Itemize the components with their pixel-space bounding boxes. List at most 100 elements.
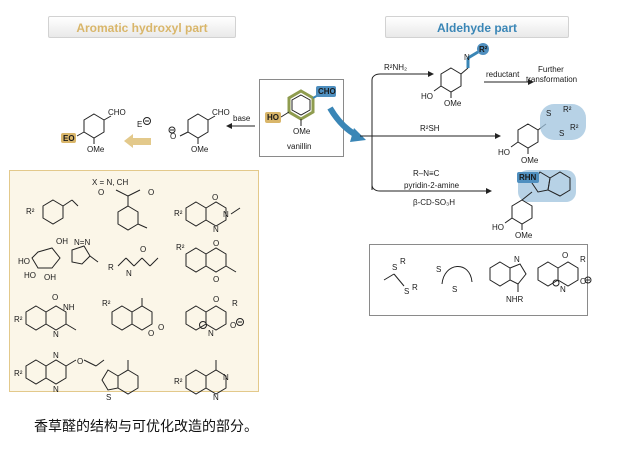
svg-text:O: O (140, 245, 146, 254)
imine-ome: OMe (444, 99, 462, 108)
imine-ho: HO (421, 92, 433, 101)
quinaz2-r2: R² (14, 315, 23, 324)
route-amination: R²NH₂ R² N HO OMe reductant Further tran… (384, 43, 577, 108)
pyridopyr-motif-r: R (580, 255, 586, 264)
isocyanide-reagent: R–N≡C (413, 169, 440, 178)
further-label-2: transformation (526, 75, 577, 84)
coumarin-r2: R² (102, 299, 111, 308)
vanillin-ho: HO (267, 113, 279, 122)
product-cho: CHO (108, 108, 126, 117)
amide-n: N (126, 269, 132, 278)
product-ome: OMe (87, 145, 105, 154)
further-label-1: Further (538, 65, 564, 74)
imidazopyridine-motif: N NHR (489, 255, 527, 304)
dithioacetal-motif: S R S R (383, 257, 418, 296)
quinoxaline-fragment: N N O R² (14, 351, 105, 394)
svg-text:N: N (208, 329, 214, 338)
svg-text:S: S (436, 265, 441, 274)
benzyl-fragment: R² (26, 199, 79, 225)
gbb-ho: HO (492, 223, 504, 232)
dithio-r-b: R (412, 283, 418, 292)
svg-text:S: S (559, 129, 564, 138)
quinazolinone-fragment: O N N R² (174, 193, 241, 234)
svg-text:S: S (392, 263, 397, 272)
imidazo-nhr: NHR (506, 295, 524, 304)
imine-r2: R² (479, 45, 488, 54)
product-eo: EO (63, 134, 75, 143)
vanillin-structure: CHO HO OMe vanillin (265, 86, 336, 151)
thio-r2-b: R² (570, 123, 579, 132)
thiol-reagent: R²SH (420, 124, 440, 133)
svg-text:N: N (514, 255, 520, 264)
thio-ome: OMe (521, 156, 539, 165)
amide-r: R (108, 263, 114, 272)
svg-text:O: O (230, 321, 236, 330)
svg-text:S: S (452, 285, 457, 294)
svg-text:S: S (546, 109, 551, 118)
svg-text:O: O (158, 323, 164, 332)
svg-text:N: N (560, 285, 566, 294)
left-panel-structures: R² X = N, CH O O O N N R² HO HO OH O (14, 178, 244, 402)
coumarin-fragment: O O R² (102, 298, 164, 338)
acrylate-fragment: X = N, CH O O (92, 178, 154, 231)
svg-text:O: O (213, 239, 219, 248)
chromone-fragment: O O R² (176, 239, 237, 284)
aromatic-hydroxyl-header: Aromatic hydroxyl part (48, 16, 236, 38)
phenoxide-ome: OMe (191, 145, 209, 154)
dithiolane-motif: S S (436, 265, 473, 294)
quinoxaline-r2: R² (14, 369, 23, 378)
route-thioacetal: R²SH S R² S R² HO OMe (420, 104, 586, 165)
quinazoline-r2: R² (174, 377, 183, 386)
base-label: base (233, 114, 251, 123)
svg-text:O: O (580, 277, 586, 286)
glycosyl-triazole-fragment: HO HO OH OH N=N (18, 237, 99, 282)
thio-ho: HO (498, 148, 510, 157)
aldehyde-header: Aldehyde part (385, 16, 569, 38)
svg-text:O: O (148, 329, 154, 338)
svg-text:N: N (464, 53, 470, 62)
svg-text:N: N (53, 330, 59, 339)
svg-text:O: O (562, 251, 568, 260)
glyco-oh: OH (44, 273, 56, 282)
svg-text:O: O (213, 295, 219, 304)
svg-text:N: N (213, 225, 219, 234)
amine-reagent: R²NH₂ (384, 63, 407, 72)
right-panel-motifs: S R S R S S N NHR O R N O (383, 251, 592, 304)
quinaz2-nh: NH (63, 303, 75, 312)
glyco-ho-2: HO (24, 271, 36, 280)
phenoxide-o: O (170, 132, 176, 141)
left-reaction: base CHO O OMe E CHO EO OMe (61, 108, 255, 154)
svg-text:N: N (53, 351, 59, 360)
pyridopyrimidine-motif: O R N O (537, 251, 592, 294)
svg-text:O: O (148, 188, 154, 197)
hydroxyl-substituents-panel (9, 170, 259, 392)
svg-text:O: O (213, 275, 219, 284)
chromone-r2: R² (176, 243, 185, 252)
xn-label: X = N, CH (92, 178, 128, 187)
svg-text:N=N: N=N (74, 238, 90, 247)
thienopyrimidine-fragment: S (101, 360, 139, 402)
svg-text:O: O (52, 293, 58, 302)
svg-text:S: S (106, 393, 111, 402)
benzyl-r2: R² (26, 207, 35, 216)
dithio-r-a: R (400, 257, 406, 266)
quinazolinone-2-fragment: O NH N R² (14, 293, 77, 339)
quinazolinone-r2: R² (174, 209, 183, 218)
gbb-rhn: RHN (519, 173, 537, 182)
svg-text:O: O (77, 357, 83, 366)
thio-r2-a: R² (563, 105, 572, 114)
glyco-oh-2: OH (56, 237, 68, 246)
route-imidazopyridine: R–N≡C pyridin-2-amine β-CD-SO₃H RHN HO O… (404, 169, 576, 240)
phenoxide-cho: CHO (212, 108, 230, 117)
svg-text:O: O (98, 188, 104, 197)
svg-text:O: O (212, 193, 218, 202)
svg-text:N: N (53, 385, 59, 394)
svg-text:S: S (404, 287, 409, 296)
vanillin-name: vanillin (287, 142, 311, 151)
figure-caption: 香草醛的结构与可优化改造的部分。 (34, 419, 258, 435)
pyridine-reagent: pyridin-2-amine (404, 181, 460, 190)
pyridopyr-r: R (232, 299, 238, 308)
svg-text:N: N (213, 393, 219, 402)
reductant-label: reductant (486, 70, 520, 79)
